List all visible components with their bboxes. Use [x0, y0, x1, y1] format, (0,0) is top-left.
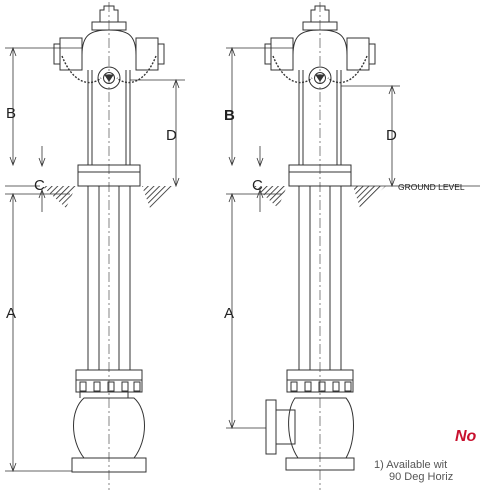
- notes-title: No: [455, 428, 477, 445]
- hydrant-right: [254, 2, 386, 490]
- dim-label-c-left: C: [34, 177, 45, 194]
- dim-label-a-left: A: [6, 305, 16, 322]
- dim-label-b-left: B: [6, 105, 16, 122]
- dim-label-d-left: D: [166, 127, 177, 144]
- dimensions-left: [5, 46, 185, 473]
- dim-label-c-right: C: [252, 177, 263, 194]
- dim-label-a-right: A: [224, 305, 234, 322]
- ground-level-label: GROUND LEVEL: [398, 182, 465, 192]
- dim-label-b-right: B: [224, 107, 235, 124]
- dimensions-right: [226, 46, 480, 430]
- note-line-1: 1) Available wit: [374, 459, 447, 471]
- note-line-2: 90 Deg Horiz: [389, 471, 453, 483]
- dim-label-d-right: D: [386, 127, 397, 144]
- hydrant-left: [42, 2, 176, 490]
